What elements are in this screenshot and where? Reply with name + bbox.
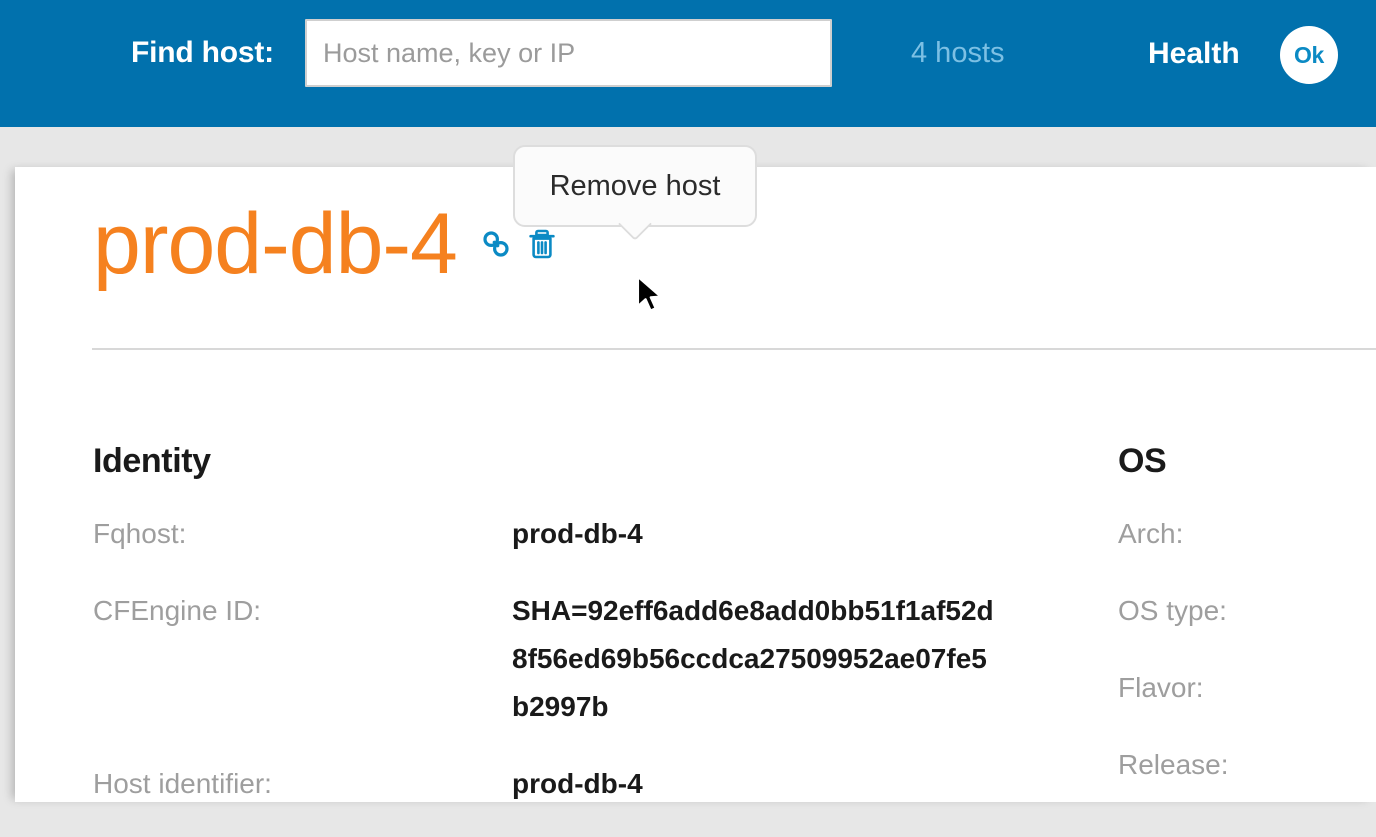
hosts-count-label[interactable]: 4 hosts <box>911 37 1005 69</box>
row-value-fqhost: prod-db-4 <box>512 518 643 549</box>
host-details-card: prod-db-4 <box>15 167 1376 802</box>
row-label-release: Release: <box>1118 749 1229 780</box>
row-label-fqhost: Fqhost: <box>93 518 187 549</box>
identity-heading: Identity <box>93 442 211 480</box>
health-status-badge[interactable]: Ok <box>1280 26 1338 84</box>
info-row: Flavor: <box>1118 664 1376 712</box>
info-row: Arch: <box>1118 510 1376 558</box>
health-label: Health <box>1148 37 1240 70</box>
info-row: OS type: <box>1118 587 1376 635</box>
find-host-label: Find host: <box>131 36 274 69</box>
info-row: Fqhost: prod-db-4 <box>93 510 997 558</box>
trash-icon[interactable] <box>527 227 557 261</box>
info-row: Host identifier: prod-db-4 <box>93 760 997 808</box>
row-value-cfengine-id: SHA=92eff6add6e8add0bb51f1af52d8f56ed69b… <box>512 595 994 722</box>
row-value-host-identifier: prod-db-4 <box>512 768 643 799</box>
os-heading: OS <box>1118 442 1167 480</box>
remove-host-tooltip: Remove host <box>513 145 757 241</box>
row-label-arch: Arch: <box>1118 518 1184 549</box>
link-icon[interactable] <box>479 227 513 261</box>
row-label-host-identifier: Host identifier: <box>93 768 272 799</box>
search-input[interactable] <box>305 19 832 87</box>
host-title-row: prod-db-4 <box>93 201 557 287</box>
row-label-flavor: Flavor: <box>1118 672 1204 703</box>
info-row: Release: <box>1118 741 1376 789</box>
identity-section: Identity Fqhost: prod-db-4 CFEngine ID: … <box>93 442 997 837</box>
row-label-cfengine-id: CFEngine ID: <box>93 595 262 626</box>
row-label-os-type: OS type: <box>1118 595 1227 626</box>
title-divider <box>92 348 1376 350</box>
info-row: CFEngine ID: SHA=92eff6add6e8add0bb51f1a… <box>93 587 997 731</box>
tooltip-text: Remove host <box>549 169 721 202</box>
os-section: OS Arch: OS type: Flavor: Release: <box>1118 442 1376 818</box>
page-title: prod-db-4 <box>93 196 458 292</box>
top-navigation-bar: Find host: 4 hosts Health Ok <box>0 0 1376 127</box>
